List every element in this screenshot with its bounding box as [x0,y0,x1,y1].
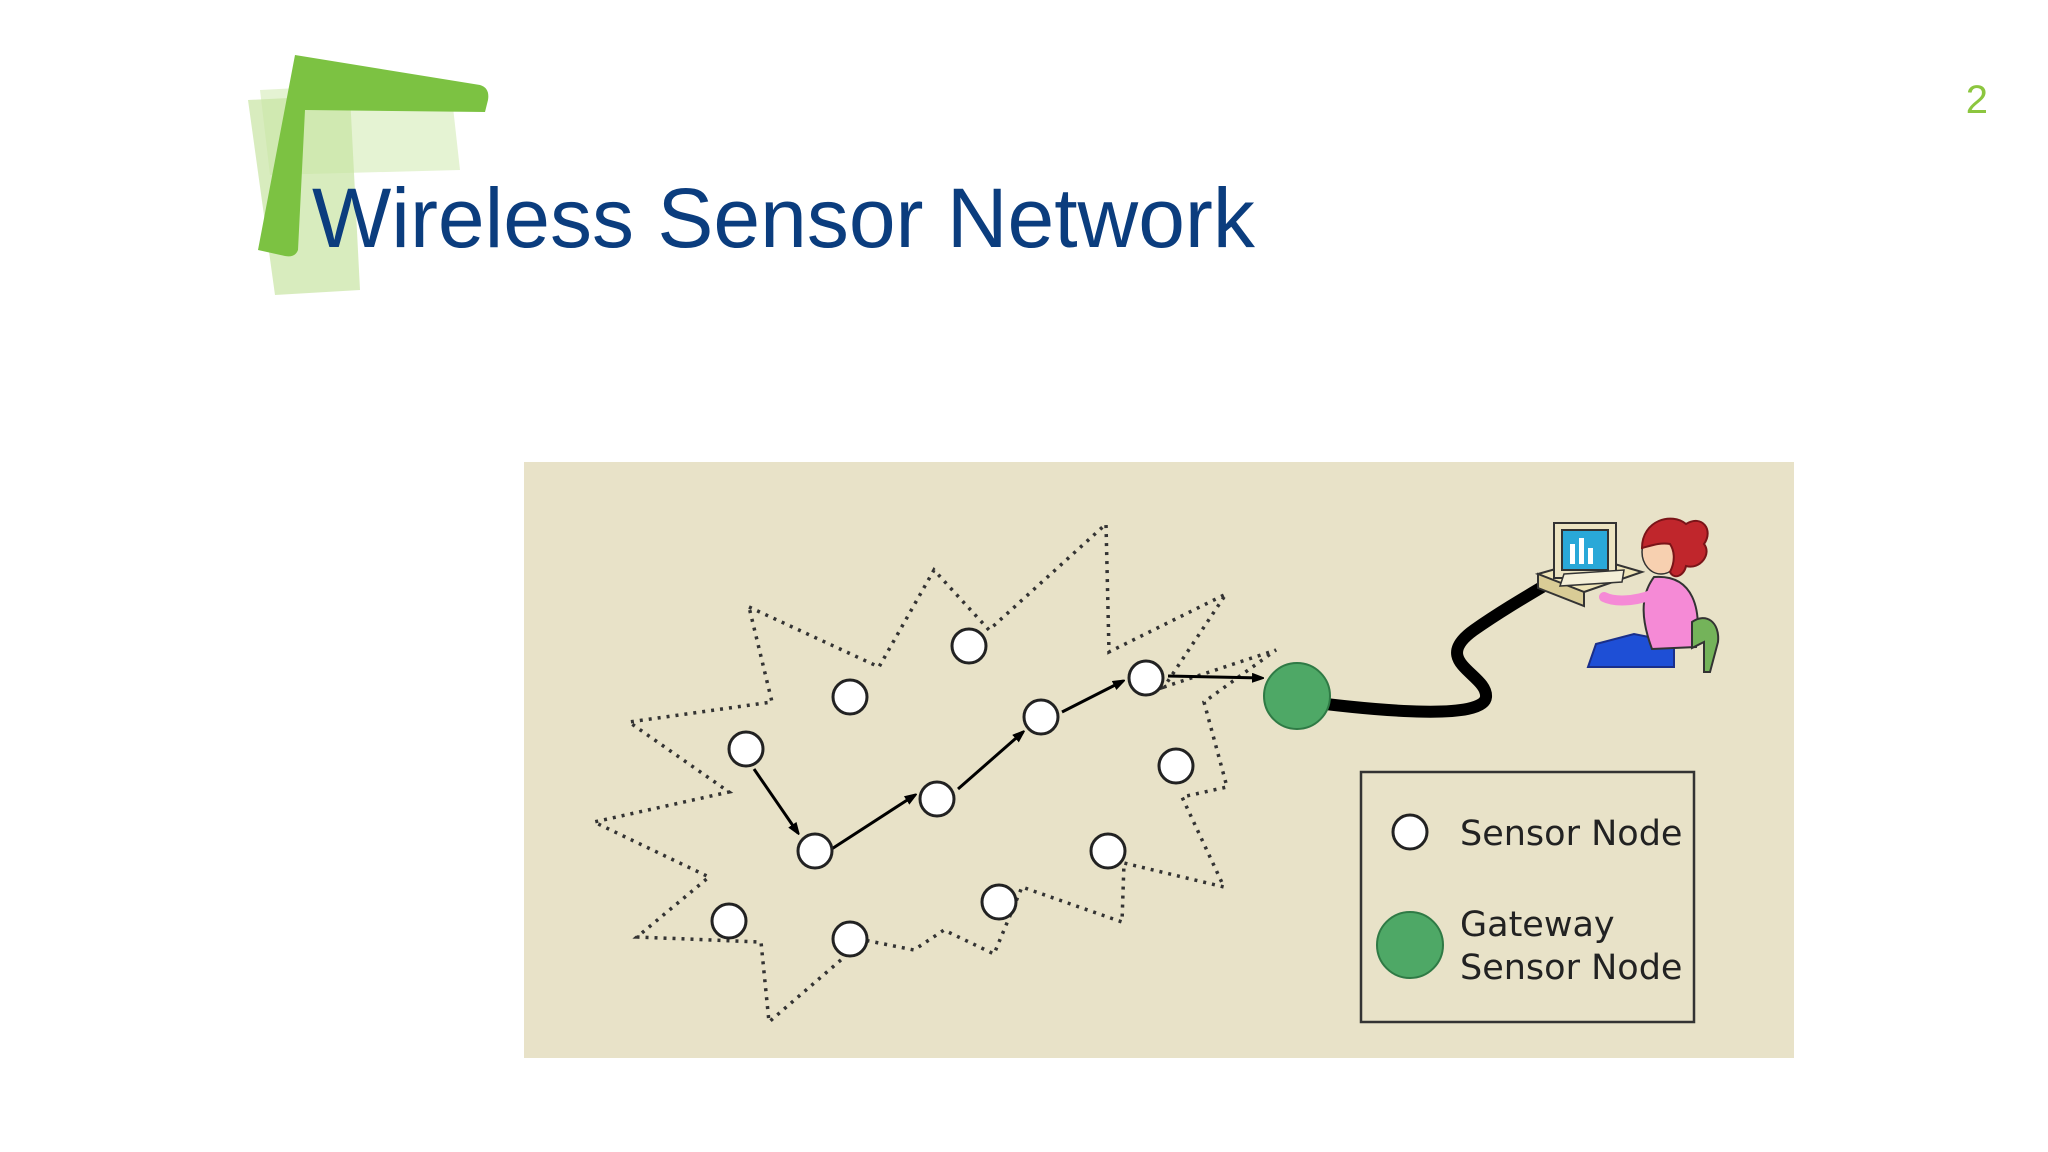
legend-gateway-label-line2: Sensor Node [1460,948,1682,988]
sensor-node [1022,698,1060,736]
legend-box [1359,770,1696,1024]
sensor-nodes [710,627,1195,958]
sensor-node [727,730,765,768]
sensor-node [950,627,988,665]
sensor-node [980,883,1018,921]
page-number: 2 [1965,78,1988,122]
route-arrow-4 [1061,681,1123,714]
legend: Sensor Node Gateway Sensor Node [1359,770,1696,1024]
user-at-computer-icon [1534,517,1720,673]
legend-gateway-label-line1: Gateway [1460,905,1615,945]
routing-path [752,676,1262,854]
route-arrow-3 [957,732,1023,791]
wsn-diagram: Sensor Node Gateway Sensor Node [524,462,1794,1058]
legend-sensor-node-label: Sensor Node [1460,814,1682,854]
sensor-node [918,780,956,818]
corner-decoration-icon [248,55,489,295]
sensor-node [796,832,834,870]
gateway-cable [1288,568,1570,718]
sensor-node [831,678,869,716]
gateway-node [1263,662,1331,730]
page-title: Wireless Sensor Network [312,171,1255,265]
sensor-node [1157,747,1195,785]
legend-sensor-node-icon [1391,813,1429,851]
route-arrow-1 [752,768,798,833]
sensor-node [1089,832,1127,870]
sensor-node [710,902,748,940]
route-arrow-5 [1167,676,1262,678]
sensor-node [831,920,869,958]
route-arrow-2 [826,795,915,854]
legend-gateway-node-icon [1376,911,1444,979]
sensor-node [1127,659,1165,697]
